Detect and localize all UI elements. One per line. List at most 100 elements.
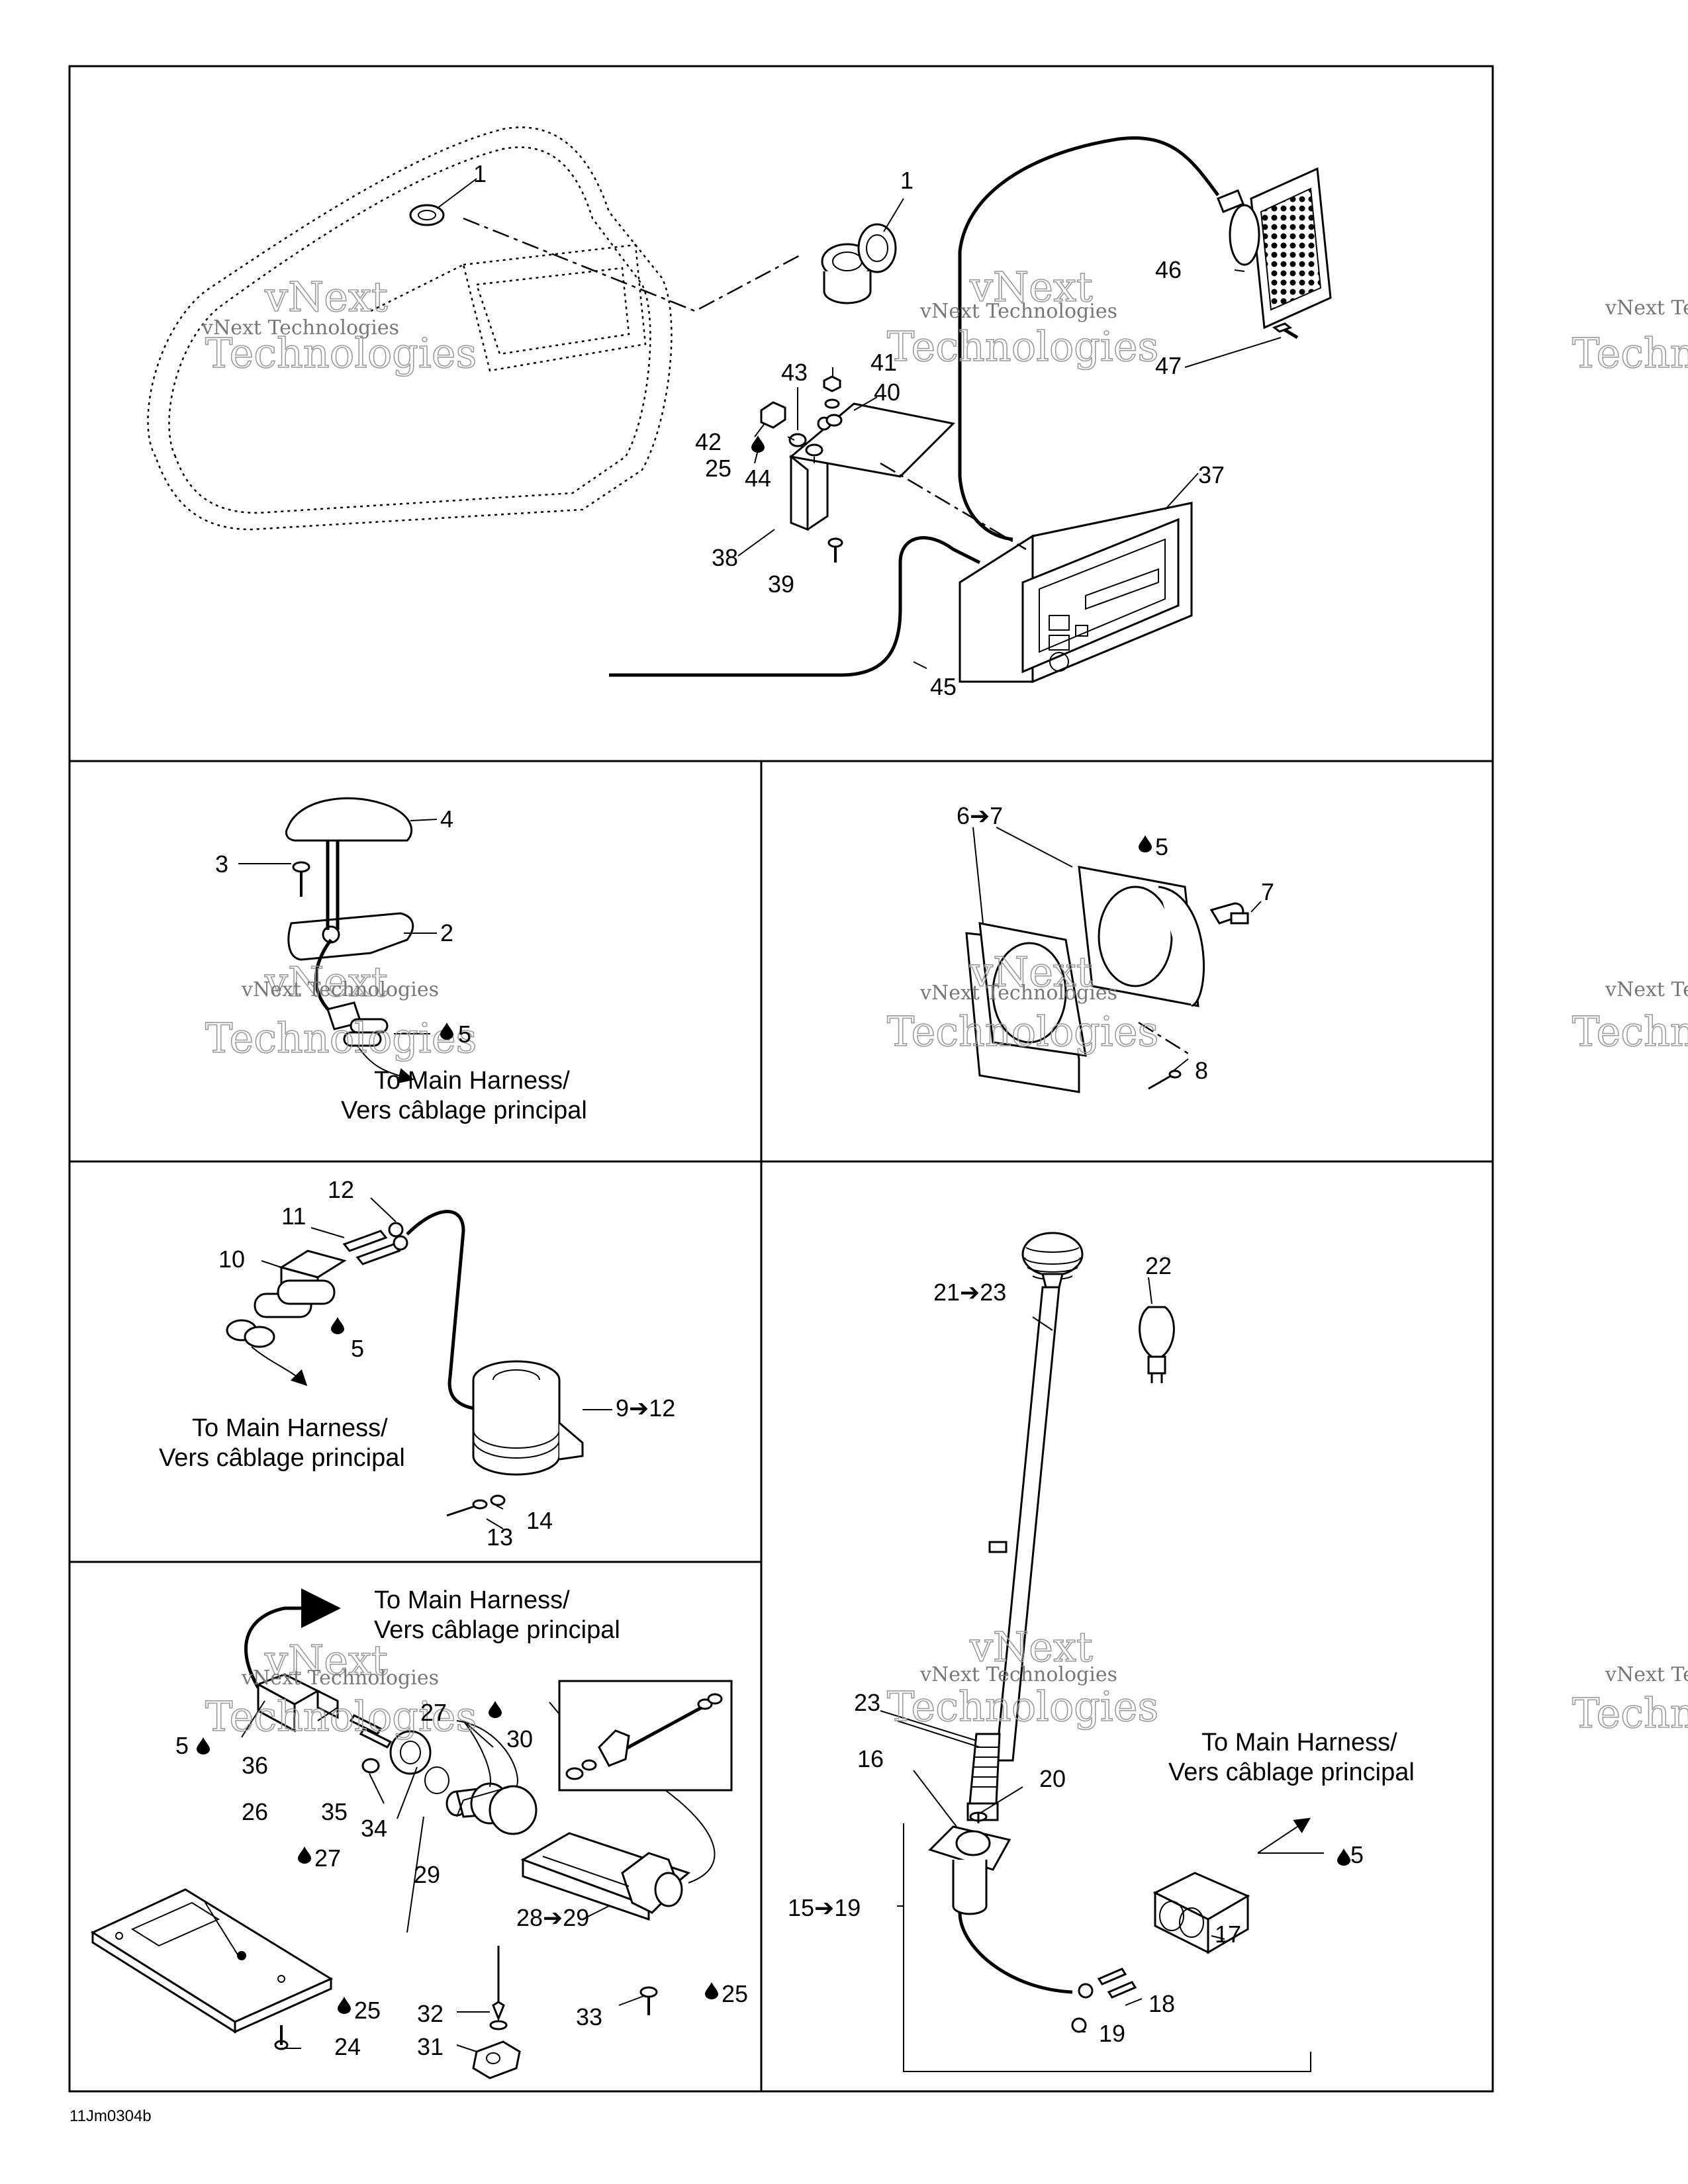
screw-39 bbox=[827, 537, 843, 563]
light-base bbox=[287, 912, 414, 961]
callout-4: 4 bbox=[440, 805, 453, 833]
bulb bbox=[1139, 1306, 1175, 1383]
pump-body bbox=[472, 1360, 584, 1476]
callout-2: 2 bbox=[440, 919, 453, 946]
drop-icon bbox=[298, 1846, 311, 1864]
watermark-tech: Technologies bbox=[205, 1014, 477, 1062]
radio-unit bbox=[959, 502, 1193, 684]
drop-icon bbox=[1139, 835, 1152, 852]
callout-40: 40 bbox=[874, 379, 900, 406]
rivet-32 bbox=[489, 1946, 508, 2030]
callout-11: 11 bbox=[281, 1203, 306, 1230]
drop-icon bbox=[1337, 1848, 1350, 1866]
watermark-edge: vNext Te bbox=[1605, 978, 1688, 1001]
note-to-main-harness: To Main Harness/ bbox=[374, 1586, 570, 1614]
watermark-tech: Technologies bbox=[205, 329, 477, 377]
gauge-bulb bbox=[1209, 902, 1249, 925]
clip-31 bbox=[472, 2040, 521, 2079]
callout-25: 25 bbox=[722, 1980, 748, 2007]
watermark-edge-tech: Techn bbox=[1572, 329, 1688, 377]
watermark-edge-tech: Techn bbox=[1572, 1689, 1688, 1737]
callout-26: 26 bbox=[242, 1798, 268, 1825]
callout-3: 3 bbox=[215, 850, 228, 878]
drawing-code: 11Jm0304b bbox=[70, 2107, 152, 2125]
inset-box bbox=[558, 1680, 733, 1792]
note-to-main-harness: To Main Harness/ bbox=[1201, 1729, 1397, 1756]
callout-29: 29 bbox=[414, 1861, 440, 1888]
dash-console-outline bbox=[147, 126, 673, 531]
panel-gauge bbox=[965, 866, 1249, 1093]
watermark-tech: Technologies bbox=[205, 1692, 477, 1741]
watermarks: vNext vNext Technologies Technologies vN… bbox=[201, 262, 1688, 1741]
screw-47 bbox=[1272, 322, 1299, 340]
watermark-edge: vNext Te bbox=[1605, 296, 1688, 320]
callout-5: 5 bbox=[1155, 833, 1168, 860]
callout-27: 27 bbox=[420, 1699, 447, 1726]
drop-icon bbox=[331, 1317, 344, 1334]
callout-27: 27 bbox=[314, 1844, 341, 1872]
callout-13: 13 bbox=[487, 1524, 513, 1551]
callout-labels: 1 1 43 41 40 42 25 44 38 39 37 46 47 45 … bbox=[175, 160, 1364, 2060]
callout-39: 39 bbox=[768, 570, 794, 598]
speaker-wire bbox=[958, 136, 1220, 541]
drop-icon bbox=[705, 1982, 718, 1999]
callout-37: 37 bbox=[1198, 461, 1225, 488]
pole-terminals bbox=[1071, 1968, 1137, 2033]
callout-1: 1 bbox=[473, 160, 487, 187]
note-vers-cablage: Vers câblage principal bbox=[341, 1097, 587, 1124]
mounting-plate bbox=[90, 1888, 334, 2034]
callout-35: 35 bbox=[321, 1798, 348, 1825]
switch-nut bbox=[361, 1730, 432, 1775]
callout-46: 46 bbox=[1155, 256, 1182, 283]
speaker bbox=[1217, 167, 1332, 330]
harness-notes: To Main Harness/ Vers câblage principal … bbox=[159, 1067, 1415, 1786]
callout-5: 5 bbox=[351, 1335, 364, 1362]
callout-32: 32 bbox=[417, 2000, 444, 2027]
watermark-full: vNext Technologies bbox=[241, 1666, 439, 1690]
callout-43: 43 bbox=[781, 359, 808, 386]
callout-45: 45 bbox=[930, 673, 957, 700]
callout-33: 33 bbox=[576, 2003, 602, 2030]
watermark-full: vNext Technologies bbox=[919, 300, 1117, 323]
watermark-vnext: vNext bbox=[264, 273, 388, 321]
callout-20: 20 bbox=[1039, 1765, 1066, 1792]
watermark-tech: Technologies bbox=[887, 1682, 1158, 1731]
pump-screw bbox=[446, 1494, 506, 1517]
callout-12: 12 bbox=[328, 1176, 354, 1203]
watermark-full: vNext Technologies bbox=[919, 981, 1117, 1005]
callout-16: 16 bbox=[857, 1745, 884, 1772]
pole-socket bbox=[928, 1825, 1011, 1915]
callout-28-29: 28➔29 bbox=[516, 1904, 589, 1931]
console-socket bbox=[409, 204, 445, 226]
callout-25: 25 bbox=[354, 1997, 381, 2024]
panel-bilge-pump bbox=[226, 1210, 584, 1517]
watermark-full: vNext Technologies bbox=[201, 316, 399, 340]
rail-mount bbox=[520, 1832, 691, 1921]
note-to-main-harness: To Main Harness/ bbox=[374, 1067, 570, 1095]
callout-1: 1 bbox=[900, 167, 914, 194]
gauge-body bbox=[1078, 866, 1205, 1007]
pole-connector bbox=[1152, 1872, 1250, 1954]
callout-36: 36 bbox=[242, 1752, 268, 1779]
panel-nav-light bbox=[896, 1232, 1311, 2072]
watermark-edge: vNext Te bbox=[1605, 1663, 1688, 1686]
radio-harness-45 bbox=[609, 536, 981, 677]
callout-9-12: 9➔12 bbox=[616, 1394, 675, 1422]
watermark-full: vNext Technologies bbox=[919, 1663, 1117, 1686]
watermark-edge-tech: Techn bbox=[1572, 1007, 1688, 1056]
pole-globe bbox=[1021, 1232, 1084, 1289]
panel-switch-mount bbox=[90, 1588, 733, 2079]
callout-5: 5 bbox=[175, 1732, 189, 1759]
light-connector bbox=[326, 1001, 389, 1047]
power-socket bbox=[821, 223, 897, 304]
note-vers-cablage: Vers câblage principal bbox=[1168, 1758, 1415, 1786]
callout-21-23: 21➔23 bbox=[933, 1279, 1006, 1306]
callout-6-7: 6➔7 bbox=[957, 802, 1003, 829]
radio-bracket bbox=[788, 402, 956, 531]
watermark-full: vNext Technologies bbox=[241, 978, 439, 1001]
callout-31: 31 bbox=[417, 2033, 444, 2060]
watermark-tech: Technologies bbox=[887, 322, 1158, 371]
note-vers-cablage: Vers câblage principal bbox=[374, 1616, 620, 1644]
callout-22: 22 bbox=[1145, 1252, 1172, 1279]
